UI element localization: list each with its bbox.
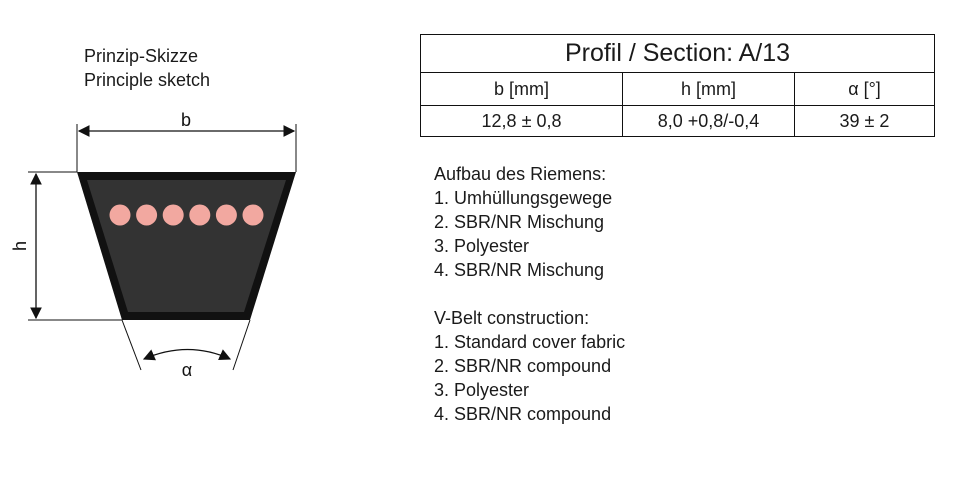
- alpha-label: α: [182, 360, 192, 380]
- value-h: 8,0 +0,8/-0,4: [622, 105, 795, 137]
- construction-heading-de: Aufbau des Riemens:: [434, 164, 607, 184]
- header-h: h [mm]: [622, 72, 795, 106]
- h-label: h: [10, 241, 30, 251]
- value-b: 12,8 ± 0,8: [420, 105, 623, 137]
- construction-heading-en: V-Belt construction:: [434, 308, 590, 328]
- tension-cord: [189, 204, 211, 226]
- sketch-title-de: Prinzip-Skizze: [84, 46, 199, 66]
- tension-cord: [162, 204, 184, 226]
- section-spec-table: Profil / Section: A/13 b [mm] h [mm] α […: [420, 34, 935, 137]
- tension-cords: [109, 204, 264, 226]
- header-alpha: α [°]: [794, 72, 935, 106]
- value-alpha: 39 ± 2: [794, 105, 935, 137]
- construction-item-en: 3. Polyester: [434, 380, 530, 400]
- construction-item-en: 1. Standard cover fabric: [434, 332, 626, 352]
- construction-item-de: 4. SBR/NR Mischung: [434, 260, 605, 280]
- tension-cord: [136, 204, 158, 226]
- tension-cord: [215, 204, 237, 226]
- b-label: b: [181, 110, 191, 130]
- tension-cord: [242, 204, 264, 226]
- construction-item-de: 1. Umhüllungsgewege: [434, 188, 613, 208]
- tension-cord: [109, 204, 131, 226]
- alpha-arc: [142, 348, 232, 361]
- header-b: b [mm]: [420, 72, 623, 106]
- construction-list: Aufbau des Riemens: 1. Umhüllungsgewege …: [434, 162, 625, 426]
- construction-item-de: 3. Polyester: [434, 236, 530, 256]
- sketch-title: Prinzip-Skizze Principle sketch: [84, 44, 210, 92]
- alpha-extension-left: [121, 319, 142, 371]
- alpha-extension-right: [232, 319, 251, 371]
- construction-item-en: 2. SBR/NR compound: [434, 356, 612, 376]
- spec-table-title: Profil / Section: A/13: [420, 34, 935, 73]
- v-belt-sketch: b h α: [10, 110, 297, 380]
- construction-item-en: 4. SBR/NR compound: [434, 404, 612, 424]
- construction-item-de: 2. SBR/NR Mischung: [434, 212, 605, 232]
- sketch-title-en: Principle sketch: [84, 70, 211, 90]
